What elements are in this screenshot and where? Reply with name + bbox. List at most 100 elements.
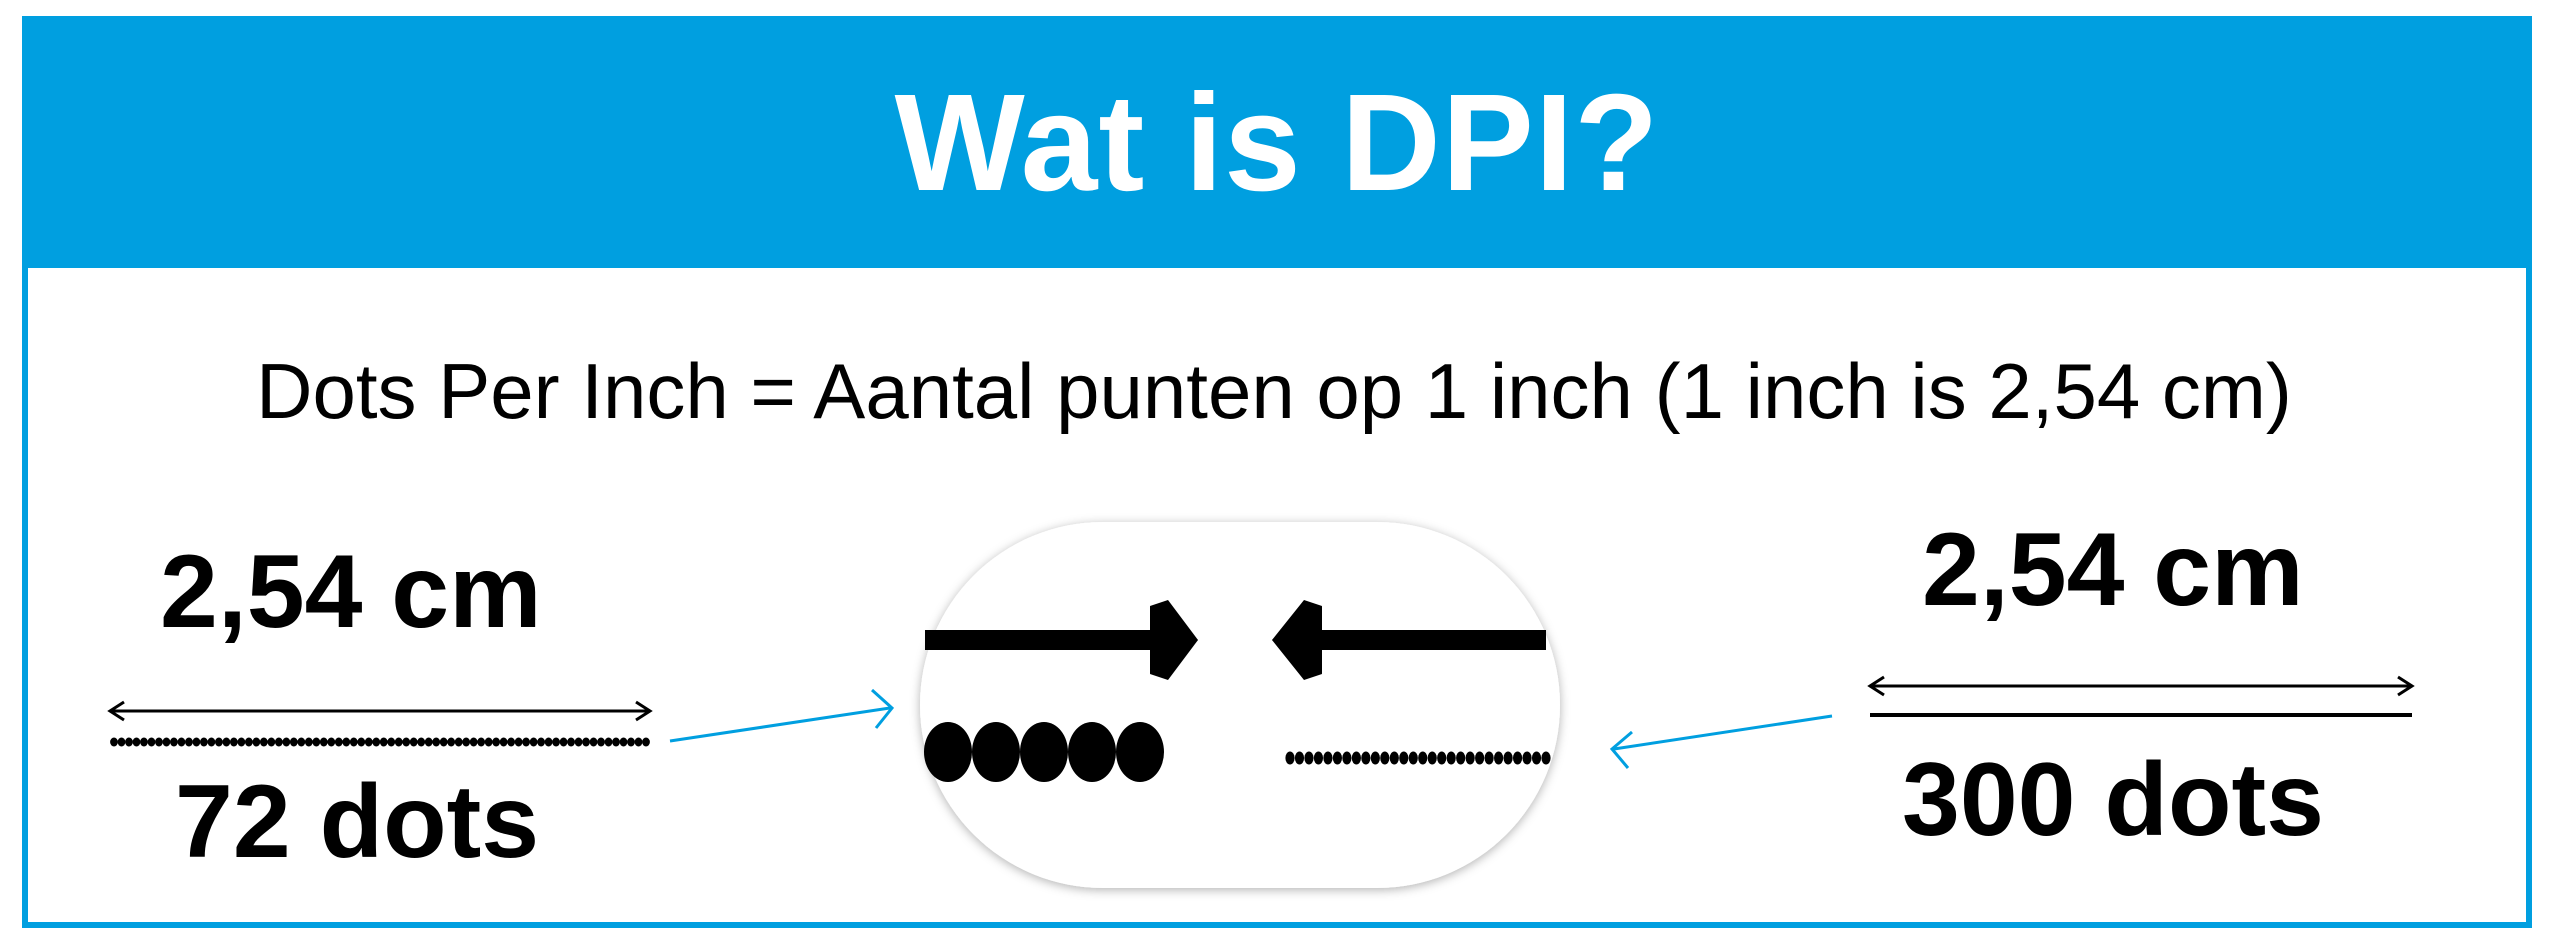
zoom-small-dot (1522, 751, 1532, 765)
zoom-small-dot (1332, 751, 1343, 765)
left-dot (574, 737, 583, 747)
zoom-small-dot (1503, 751, 1513, 765)
left-dot (447, 737, 456, 747)
zoom-small-dot (1304, 751, 1314, 765)
left-dot (334, 737, 343, 747)
left-dot (229, 737, 238, 747)
left-dot (357, 737, 366, 747)
zoom-arrow-left-icon (1272, 606, 1546, 674)
left-measure-group (107, 700, 653, 747)
left-dot (297, 737, 306, 747)
left-dot (312, 737, 321, 747)
left-dot (507, 737, 516, 747)
left-dot (514, 737, 523, 747)
zoom-bubble-background (920, 522, 1560, 888)
zoom-small-dot (1493, 751, 1504, 765)
left-dot (282, 737, 291, 747)
left-dot (582, 737, 590, 747)
left-dot (477, 737, 486, 747)
left-dot (364, 737, 373, 747)
left-dot (394, 737, 403, 747)
left-dot (274, 737, 283, 747)
left-dot (424, 737, 433, 747)
dpi-definition: Dots Per Inch = Aantal punten op 1 inch … (256, 347, 2292, 435)
left-dot (244, 737, 253, 747)
zoom-small-dot (1427, 751, 1437, 765)
page-title: Wat is DPI? (894, 66, 1660, 220)
zoom-small-dot (1361, 751, 1371, 765)
left-dot (342, 737, 351, 747)
right-measure-arrowhead-right (2397, 675, 2415, 697)
zoom-small-dot (1541, 751, 1551, 765)
zoom-small-dot (1437, 751, 1447, 765)
left-dot (237, 737, 246, 747)
left-dot (162, 737, 171, 747)
left-dot (462, 737, 471, 747)
zoom-small-dot (1351, 751, 1361, 765)
zoom-small-dot (1294, 751, 1305, 765)
zoom-small-dot (1475, 751, 1485, 765)
left-dots-label: 72 dots (175, 764, 540, 880)
zoom-large-dot (972, 722, 1020, 782)
left-dot (387, 737, 396, 747)
zoom-large-dot (1068, 722, 1116, 782)
left-length-label: 2,54 cm (160, 534, 542, 650)
left-dot (289, 737, 298, 747)
left-dot (484, 737, 493, 747)
left-measure-arrowhead-left (107, 700, 125, 722)
left-dot (110, 737, 118, 747)
right-dot-row (1870, 713, 2412, 717)
left-dot (372, 737, 381, 747)
left-dot (379, 737, 388, 747)
left-dot (252, 737, 261, 747)
left-dot (544, 737, 553, 747)
zoom-small-dot (1285, 751, 1295, 765)
zoom-small-dot (1323, 751, 1333, 765)
left-dot (604, 737, 613, 747)
right-pointer-arrow (1609, 714, 1833, 769)
left-dot (642, 737, 650, 747)
left-dot (132, 737, 141, 747)
zoom-large-dot (1020, 722, 1068, 782)
left-dot (177, 737, 186, 747)
zoom-small-dot (1399, 751, 1409, 765)
zoom-small-dot (1389, 751, 1399, 765)
zoom-bubble (920, 522, 1560, 888)
zoom-small-dot (1446, 751, 1456, 765)
left-dot (349, 737, 358, 747)
left-dot (567, 737, 575, 747)
zoom-small-dot (1484, 751, 1494, 765)
zoom-small-dot (1342, 751, 1352, 765)
zoom-small-dot (1456, 751, 1466, 765)
left-dot (627, 737, 635, 747)
left-dot (529, 737, 538, 747)
zoom-small-dot (1370, 751, 1380, 765)
left-dot (589, 737, 598, 747)
left-dot (469, 737, 478, 747)
zoom-small-dot (1380, 751, 1390, 765)
header-banner: Wat is DPI? (28, 22, 2526, 268)
right-measure-group (1867, 675, 2415, 717)
left-dot (439, 737, 448, 747)
right-dots-label: 300 dots (1902, 742, 2324, 858)
left-dot (117, 737, 126, 747)
zoom-small-dot (1531, 751, 1542, 765)
zoom-large-dot (1116, 722, 1164, 782)
left-dot (537, 737, 545, 747)
left-dot (215, 737, 223, 747)
left-dot (492, 737, 501, 747)
zoom-arrow-right-icon (925, 606, 1198, 674)
left-dot (147, 737, 156, 747)
zoom-arrow-right-head (1150, 600, 1198, 680)
left-dot (185, 737, 193, 747)
left-dot (304, 737, 313, 747)
zoom-small-dot (1313, 751, 1324, 765)
left-dot (417, 737, 426, 747)
left-dot (125, 737, 133, 747)
right-measure-arrowhead-left (1867, 675, 1885, 697)
left-dot (259, 737, 268, 747)
left-measure-arrowhead-right (635, 700, 653, 722)
left-dot (612, 737, 620, 747)
left-dot (170, 737, 178, 747)
